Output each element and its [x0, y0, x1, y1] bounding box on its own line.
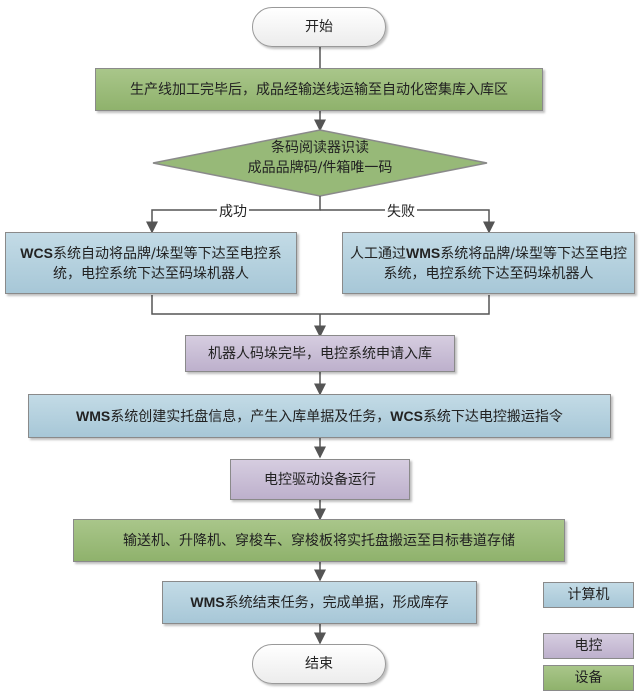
wms-label: WMS — [76, 407, 111, 424]
step-text: 机器人码垛完毕，电控系统申请入库 — [208, 345, 432, 362]
step-text-rest: 系统自动将品牌/垛型等下达至电控系统，电控系统下达至码垛机器人 — [52, 245, 282, 282]
start-terminal: 开始 — [252, 7, 386, 47]
step-robot-palletize: 机器人码垛完毕，电控系统申请入库 — [185, 335, 455, 372]
step-text-rest: 系统下达电控搬运指令 — [422, 408, 563, 425]
step-text: WCS系统自动将品牌/垛型等下达至电控系统，电控系统下达至码垛机器人 — [14, 243, 288, 284]
step-wms-finish: WMS系统结束任务，完成单据，形成库存 — [162, 581, 477, 624]
legend-computer: 计算机 — [543, 582, 634, 608]
step-text-rest: 系统结束任务，完成单据，形成库存 — [224, 595, 449, 611]
step-text-mid: 系统创建实托盘信息，产生入库单据及任务， — [110, 408, 391, 425]
step-wms-manual: 人工通过WMS系统将品牌/垛型等下达至电控系统，电控系统下达至码垛机器人 — [342, 232, 635, 294]
legend-equipment-label: 设备 — [574, 670, 603, 686]
end-label: 结束 — [305, 656, 333, 672]
step-text: 生产线加工完毕后，成品经输送线运输至自动化密集库入库区 — [130, 81, 508, 98]
legend-equipment: 设备 — [543, 665, 634, 691]
decision-line-2: 成品品牌码/件箱唯一码 — [247, 160, 393, 176]
wcs-label: WCS — [20, 244, 53, 261]
arrow-fail — [320, 209, 495, 234]
legend-electrical-label: 电控 — [574, 638, 603, 654]
step-production-line: 生产线加工完毕后，成品经输送线运输至自动化密集库入库区 — [95, 68, 543, 111]
step-text: WMS系统结束任务，完成单据，形成库存 — [190, 592, 448, 613]
legend-electrical: 电控 — [543, 633, 634, 659]
step-wcs-auto: WCS系统自动将品牌/垛型等下达至电控系统，电控系统下达至码垛机器人 — [5, 232, 297, 294]
wcs-label: WCS — [390, 407, 423, 424]
wms-label: WMS — [406, 244, 441, 261]
end-terminal: 结束 — [252, 644, 386, 684]
step-equipment-transport: 输送机、升降机、穿梭车、穿梭板将实托盘搬运至目标巷道存储 — [73, 519, 565, 562]
step-text: 人工通过WMS系统将品牌/垛型等下达至电控系统，电控系统下达至码垛机器人 — [349, 243, 628, 284]
start-label: 开始 — [305, 19, 333, 35]
step-text: 电控驱动设备运行 — [264, 471, 376, 488]
step-electrical-drive: 电控驱动设备运行 — [230, 459, 410, 500]
merge-line — [151, 295, 490, 315]
step-text: 输送机、升降机、穿梭车、穿梭板将实托盘搬运至目标巷道存储 — [123, 532, 515, 549]
legend-computer-label: 计算机 — [567, 587, 610, 603]
branch-fail-label: 失败 — [385, 201, 417, 221]
branch-success-label: 成功 — [217, 201, 249, 221]
decision-text: 条码阅读器识读 成品品牌码/件箱唯一码 — [200, 138, 440, 178]
step-wms-create: WMS系统创建实托盘信息，产生入库单据及任务，WCS系统下达电控搬运指令 — [28, 394, 611, 438]
step-text: WMS系统创建实托盘信息，产生入库单据及任务，WCS系统下达电控搬运指令 — [76, 406, 563, 427]
step-text-prefix: 人工通过 — [350, 245, 407, 262]
wms-label: WMS — [190, 594, 225, 610]
step-text-rest: 系统将品牌/垛型等下达至电控系统，电控系统下达至码垛机器人 — [383, 245, 627, 282]
decision-line-1: 条码阅读器识读 — [271, 140, 369, 156]
